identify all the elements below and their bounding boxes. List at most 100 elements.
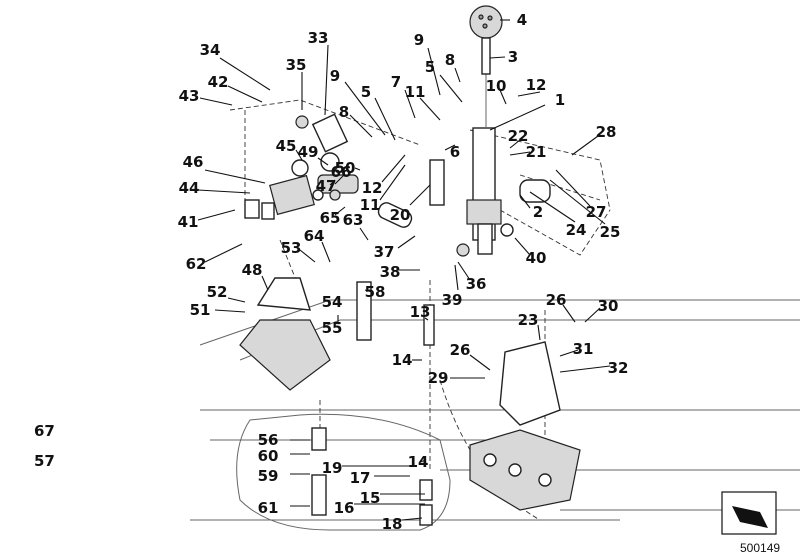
part-label-64: 64 (304, 227, 325, 245)
leader-line-31 (559, 349, 579, 357)
leader-line-47 (329, 179, 336, 186)
leader-line-46 (204, 169, 266, 184)
part-label-3: 3 (508, 48, 518, 66)
part-label-4: 4 (517, 11, 527, 29)
part-label-48: 48 (242, 261, 263, 279)
right-bracket (469, 341, 581, 511)
part-label-50: 50 (335, 159, 356, 177)
part-labels: 1234556788991011111212131414151617181920… (34, 11, 628, 533)
part-label-20: 20 (390, 206, 411, 224)
part-label-38: 38 (380, 263, 401, 281)
part-label-42: 42 (208, 73, 229, 91)
part-label-16: 16 (334, 499, 355, 517)
part-label-51: 51 (190, 301, 211, 319)
part-label-41: 41 (178, 213, 199, 231)
part-label-1: 1 (555, 91, 565, 109)
leader-line-2 (519, 194, 531, 209)
detail-group-outline (236, 413, 451, 531)
leader-line-9 (427, 47, 441, 96)
leader-line-26 (562, 304, 576, 323)
part-label-14: 14 (408, 453, 429, 471)
part-label-26: 26 (450, 341, 471, 359)
leader-line-12 (517, 91, 541, 97)
part-label-13: 13 (410, 303, 431, 321)
leader-line-13 (424, 317, 429, 321)
label-leaders (197, 19, 611, 521)
leader-line-3 (489, 56, 506, 59)
left-linkage (244, 113, 359, 220)
leader-line-14 (419, 459, 427, 463)
part-label-33: 33 (308, 29, 329, 47)
leader-line-49 (317, 157, 329, 166)
leader-line-52 (227, 297, 246, 303)
part-label-12: 12 (526, 76, 547, 94)
leader-line-58 (364, 289, 373, 293)
part-label-32: 32 (608, 359, 629, 377)
side-label-67: 67 (34, 422, 55, 440)
leader-line-41 (197, 209, 236, 221)
leader-line-36 (457, 261, 471, 281)
part-label-46: 46 (183, 153, 204, 171)
leader-line-5 (439, 74, 463, 103)
part-label-56: 56 (258, 431, 279, 449)
part-label-53: 53 (281, 239, 302, 257)
part-label-45: 45 (276, 137, 297, 155)
part-label-66: 66 (331, 163, 352, 181)
leader-line-11 (419, 97, 441, 121)
shift-housing (466, 45, 502, 255)
leader-line-11 (379, 164, 406, 201)
part-label-18: 18 (382, 515, 403, 533)
part-label-19: 19 (322, 459, 343, 477)
leader-line-24 (529, 191, 576, 223)
leader-line-42 (227, 85, 263, 103)
part-label-39: 39 (442, 291, 463, 309)
leader-line-7 (404, 89, 416, 119)
leader-line-21 (509, 151, 531, 156)
part-label-28: 28 (596, 123, 617, 141)
part-label-43: 43 (179, 87, 200, 105)
leader-line-63 (359, 227, 369, 241)
part-label-35: 35 (286, 56, 307, 74)
leader-line-34 (219, 57, 271, 91)
leader-line-32 (559, 365, 611, 373)
part-label-31: 31 (573, 340, 594, 358)
leader-line-48 (261, 275, 269, 291)
part-label-26: 26 (546, 291, 567, 309)
part-label-21: 21 (526, 143, 547, 161)
part-label-37: 37 (374, 243, 395, 261)
leader-line-51 (214, 309, 246, 313)
part-label-17: 17 (350, 469, 371, 487)
part-label-12: 12 (362, 179, 383, 197)
side-label-57: 57 (34, 452, 55, 470)
part-label-25: 25 (600, 223, 621, 241)
part-label-10: 10 (486, 77, 507, 95)
leader-line-53 (299, 249, 316, 263)
part-label-34: 34 (200, 41, 221, 59)
part-label-11: 11 (360, 196, 381, 214)
leader-line-39 (454, 264, 459, 291)
part-label-63: 63 (343, 211, 364, 229)
leader-line-64 (321, 241, 331, 263)
leader-line-43 (199, 97, 233, 106)
part-label-61: 61 (258, 499, 279, 517)
leader-line-28 (571, 135, 599, 156)
part-label-55: 55 (322, 319, 343, 337)
part-label-62: 62 (186, 255, 207, 273)
leader-line-20 (409, 184, 431, 206)
leader-line-8 (454, 67, 461, 83)
part-label-11: 11 (405, 83, 426, 101)
part-label-27: 27 (586, 203, 607, 221)
part-label-7: 7 (391, 73, 401, 91)
shift-knob (469, 5, 503, 75)
leader-line-18 (401, 517, 423, 521)
part-label-60: 60 (258, 447, 279, 465)
part-label-14: 14 (392, 351, 413, 369)
left-bracket (239, 277, 331, 391)
leader-line-10 (499, 89, 507, 105)
figure-number: 500149 (740, 541, 780, 555)
part-label-29: 29 (428, 369, 449, 387)
part-label-44: 44 (179, 179, 200, 197)
part-label-49: 49 (298, 143, 319, 161)
